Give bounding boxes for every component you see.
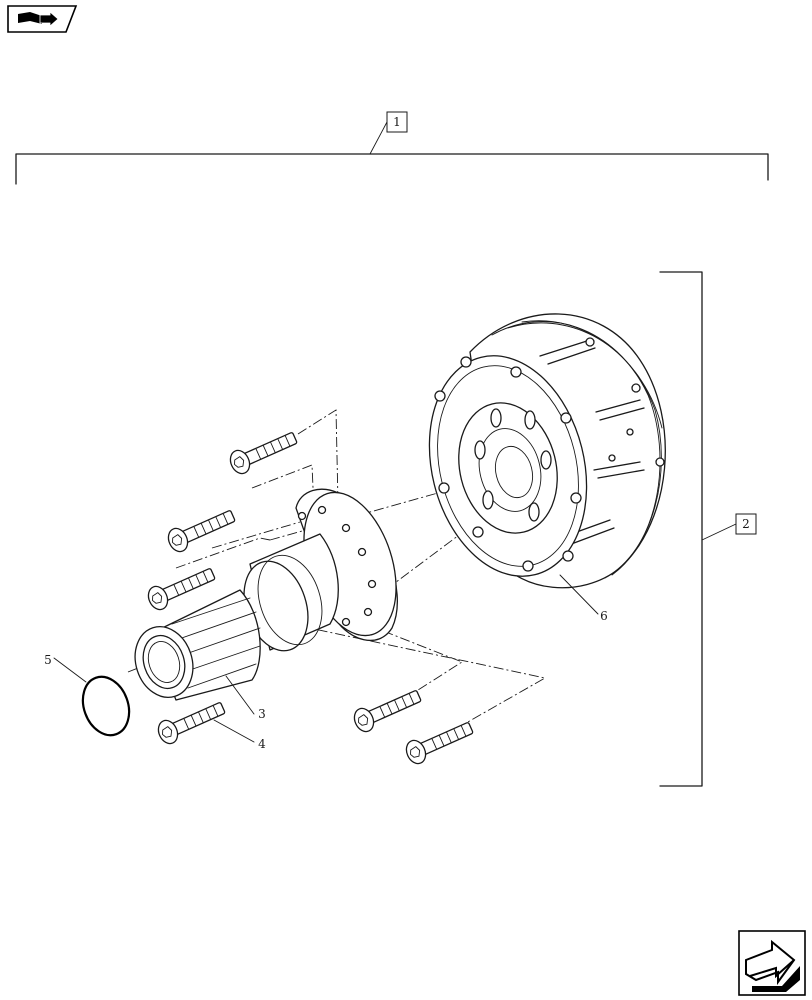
callout-1[interactable]: 1 (386, 111, 408, 133)
callout-6[interactable]: 6 (600, 609, 608, 623)
part-6-clutch-pack (428, 313, 666, 615)
callout-5[interactable]: 5 (44, 653, 52, 667)
part-5-o-ring (53, 657, 131, 737)
callout-4[interactable]: 4 (258, 737, 266, 751)
callout-1-label: 1 (393, 115, 401, 129)
callout-3[interactable]: 3 (258, 707, 266, 721)
next-page-arrow-icon[interactable] (738, 930, 806, 996)
assembly-bracket-1 (15, 121, 769, 185)
part-4-cap-screws (147, 432, 474, 765)
assembly-bracket-2 (659, 271, 737, 787)
book-arrow-icon[interactable] (4, 4, 78, 34)
callout-2-label: 2 (742, 517, 750, 531)
callout-2[interactable]: 2 (735, 513, 757, 535)
part-3-flanged-shaft (134, 488, 398, 715)
